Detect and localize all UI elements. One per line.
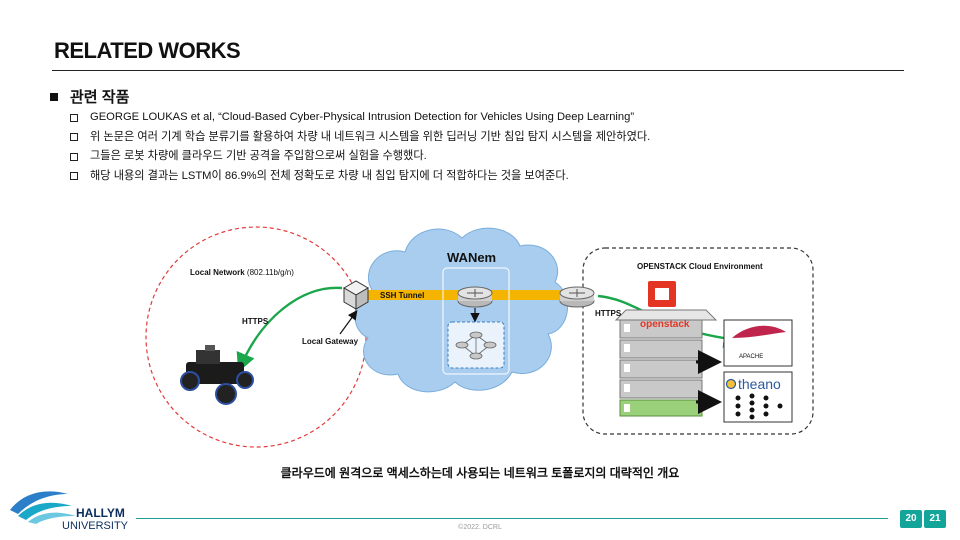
bullet-item: GEORGE LOUKAS et al, “Cloud-Based Cyber-…	[70, 108, 650, 128]
title-divider	[52, 70, 904, 71]
bullet-item: 해당 내용의 결과는 LSTM이 86.9%의 전체 정확도로 차량 내 침입 …	[70, 167, 650, 187]
bullet-text: 그들은 로봇 차량에 클라우드 기반 공격을 주입함으로써 실험을 수행했다.	[90, 150, 427, 162]
wanem-label: WANem	[447, 250, 496, 265]
theano-box	[723, 371, 793, 423]
bullet-item: 그들은 로봇 차량에 클라우드 기반 공격을 주입함으로써 실험을 수행했다.	[70, 147, 650, 167]
figure-caption: 클라우드에 원격으로 액세스하는데 사용되는 네트워크 토폴로지의 대략적인 개…	[280, 466, 680, 480]
openstack-env-label: OPENSTACK Cloud Environment	[637, 262, 763, 271]
cloud-router-icon	[559, 286, 595, 308]
hollow-square-bullet-icon	[70, 152, 78, 161]
theano-label: theano	[738, 376, 781, 392]
hollow-square-bullet-icon	[70, 113, 78, 122]
openstack-environment-boundary	[582, 247, 814, 435]
https-right-label: HTTPS	[595, 309, 622, 318]
neural-network-icon	[735, 393, 783, 420]
wanem-router-icon	[457, 286, 493, 308]
hollow-square-bullet-icon	[70, 133, 78, 142]
current-page-number: 20	[900, 510, 922, 528]
bullet-text: 해당 내용의 결과는 LSTM이 86.9%의 전체 정확도로 차량 내 침입 …	[90, 169, 569, 182]
local-gateway-label: Local Gateway	[302, 337, 359, 346]
bullet-text: 위 논문은 여러 기계 학습 분류기를 활용하여 차량 내 네트워크 시스템을 …	[90, 130, 651, 143]
section-heading-text: 관련 작품	[70, 89, 130, 106]
local-gateway-icon	[343, 280, 369, 310]
bullet-list: GEORGE LOUKAS et al, “Cloud-Based Cyber-…	[70, 108, 650, 186]
footer-divider	[136, 518, 888, 519]
https-left-label: HTTPS	[242, 317, 269, 326]
hollow-square-bullet-icon	[70, 172, 78, 181]
ssh-tunnel-label: SSH Tunnel	[380, 291, 424, 300]
total-page-number: 21	[924, 510, 946, 528]
robot-vehicle-image	[180, 345, 254, 405]
python-logo-icon	[725, 378, 737, 390]
section-heading: 관련 작품	[50, 86, 129, 107]
server-rack-icon	[614, 309, 718, 417]
wan-cloud	[354, 227, 569, 393]
apache-label: APACHE	[739, 354, 763, 360]
bullet-item: 위 논문은 여러 기계 학습 분류기를 활용하여 차량 내 네트워크 시스템을 …	[70, 128, 650, 148]
apache-feather-icon	[732, 325, 786, 338]
openstack-logo	[648, 281, 676, 307]
https-left-arrow	[236, 286, 343, 373]
slide-title: RELATED WORKS	[54, 38, 241, 63]
copyright-text: ©2022. DCRL	[458, 524, 502, 531]
university-name-line2: UNIVERSITY	[62, 520, 129, 532]
mesh-network-icon	[455, 331, 497, 360]
svg-text:Local Network (802.11b/g/n): Local Network (802.11b/g/n)	[190, 268, 294, 277]
openstack-logo-text: openstack	[640, 319, 690, 330]
hallym-logo-icon	[10, 491, 76, 524]
section-bullet-icon	[50, 92, 58, 101]
local-network-suffix: (802.11b/g/n)	[247, 268, 294, 277]
local-network-label: Local Network	[190, 268, 245, 277]
gateway-pointer-arrow	[339, 310, 358, 335]
wanem-outline	[442, 267, 510, 375]
university-name-line1: HALLYM	[76, 506, 125, 520]
bullet-text: GEORGE LOUKAS et al, “Cloud-Based Cyber-…	[90, 111, 635, 123]
